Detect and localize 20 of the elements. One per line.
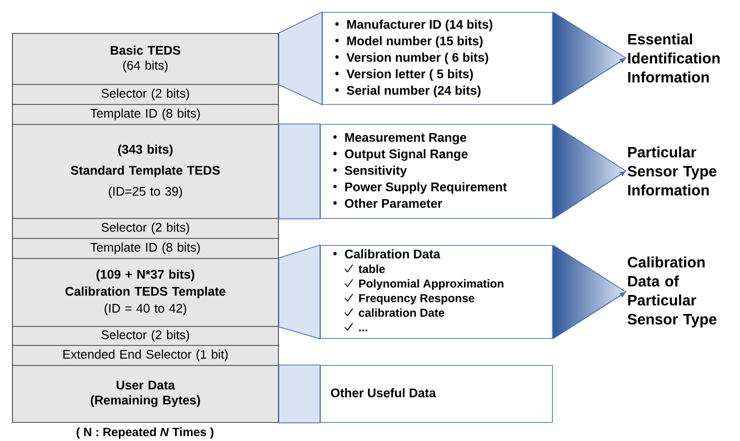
info-box: Calibration Data table Polynomial Approximation Frequency Response calibration Date ... — [320, 245, 553, 339]
callout-band — [278, 244, 320, 340]
info-box: Other Useful Data — [320, 365, 553, 423]
chevron-arrow — [552, 244, 627, 340]
field-cell: Selector (2 bits) — [12, 84, 279, 105]
field-cell: Extended End Selector (1 bit) — [12, 345, 279, 366]
field-cell: Selector (2 bits) — [12, 326, 279, 346]
side-label: Essential Identification Information — [628, 34, 720, 82]
field-cell: Template ID (8 bits) — [12, 104, 279, 125]
callout-band — [278, 124, 320, 220]
field-cell: Template ID (8 bits) — [12, 238, 279, 259]
chevron-arrow — [552, 12, 627, 106]
side-label: Particular Sensor Type Information — [628, 146, 716, 196]
info-box: Manufacturer ID (14 bits) Model number (15 bits) Version number ( 6 bits) Version letter ( 5 bits) Serial number (24 bits) — [322, 12, 553, 105]
field-cell: Selector (2 bits) — [12, 218, 279, 239]
chevron-arrow — [552, 124, 627, 220]
info-box: Measurement Range Output Signal Range Sensitivity Power Supply Requirement Other Parameter — [320, 124, 553, 219]
callout-band — [278, 364, 320, 424]
side-label: Calibration Data of Particular Sensor Type — [628, 256, 716, 328]
callout-band — [278, 11, 322, 106]
